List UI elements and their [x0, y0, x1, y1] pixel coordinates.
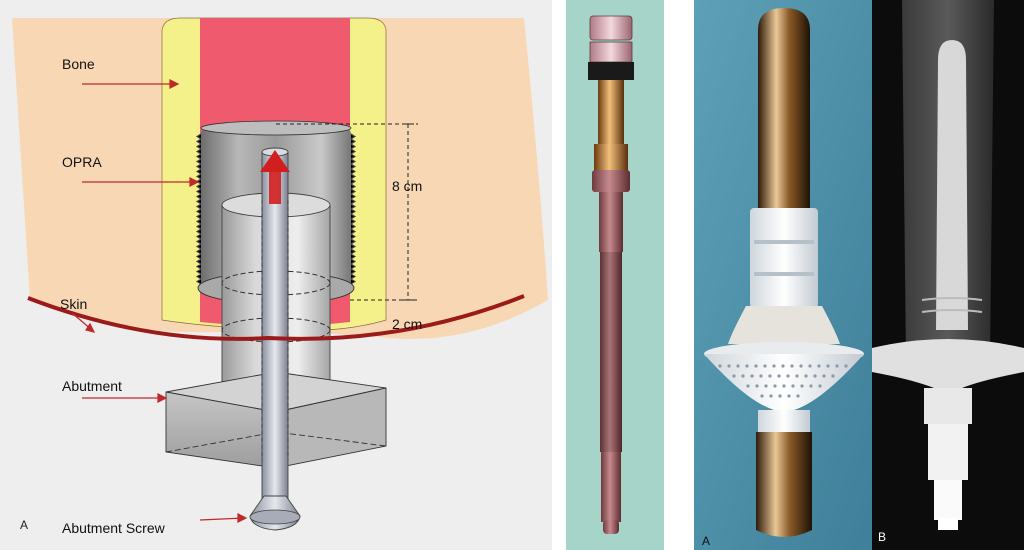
skirt-hole: [755, 384, 759, 388]
screw-photo: [566, 0, 664, 550]
skirt-hole: [769, 394, 773, 398]
skirt-hole: [772, 364, 776, 368]
abutment-screw-rod: [261, 151, 289, 505]
skirt-hole: [787, 394, 791, 398]
skirt-hole: [781, 364, 785, 368]
skirt-hole: [764, 384, 768, 388]
skirt-hole: [741, 374, 745, 378]
label-2cm: 2 cm: [392, 316, 423, 332]
skirt-hole: [777, 374, 781, 378]
implant-photo: [694, 0, 872, 550]
skirt-hole: [800, 384, 804, 388]
fixture-top-rim: [200, 120, 352, 136]
label-abutment: Abutment: [62, 378, 122, 394]
skirt-hole: [817, 364, 821, 368]
skirt-hole: [813, 374, 817, 378]
skirt-hole: [818, 384, 822, 388]
skirt-hole: [732, 374, 736, 378]
label-8cm: 8 cm: [392, 178, 423, 194]
load-arrow: [260, 150, 290, 204]
opra-schematic-drawing: [12, 17, 548, 531]
label-opra: OPRA: [62, 154, 102, 170]
skirt-hole: [727, 364, 731, 368]
skirt-hole: [778, 394, 782, 398]
label-bone: Bone: [62, 56, 95, 72]
skirt-hole: [768, 374, 772, 378]
dimension-lines: [276, 123, 418, 301]
skirt-hole: [786, 374, 790, 378]
skirt-hole: [831, 374, 835, 378]
skirt-hole: [808, 364, 812, 368]
skirt-hole: [826, 364, 830, 368]
skirt-hole: [804, 374, 808, 378]
skirt-hole: [796, 394, 800, 398]
label-skin: Skin: [60, 296, 88, 312]
panel-letter-a-photo: A: [702, 534, 711, 548]
panel-letter-b: B: [878, 530, 887, 544]
skirt-hole: [835, 364, 839, 368]
skirt-hole: [799, 364, 803, 368]
skirt-hole: [736, 364, 740, 368]
skirt-hole: [760, 394, 764, 398]
label-abutment-screw: Abutment Screw: [62, 520, 165, 536]
fixture-threads: [195, 133, 357, 285]
skirt-hole: [844, 364, 848, 368]
skirt-hole: [782, 384, 786, 388]
skirt-hole: [759, 374, 763, 378]
skirt-hole: [718, 364, 722, 368]
skirt-hole: [750, 374, 754, 378]
skirt-hole: [791, 384, 795, 388]
skirt-hole: [746, 384, 750, 388]
opra-schematic-panel: Bone OPRA Skin Abutment Abutment Screw 8…: [0, 0, 552, 550]
skirt-hole: [822, 374, 826, 378]
skirt-hole: [745, 364, 749, 368]
implant-photo-panel: A: [694, 0, 872, 550]
skirt-hole: [790, 364, 794, 368]
pointer-arrows: [71, 79, 248, 523]
skirt-hole: [795, 374, 799, 378]
skirt-hole: [773, 384, 777, 388]
skin-line: [27, 294, 525, 341]
screw-photo-panel: [566, 0, 664, 550]
skirt-hole: [763, 364, 767, 368]
abutment-block: [165, 371, 387, 469]
skirt-hole: [754, 364, 758, 368]
panel-letter-a: A: [20, 518, 29, 532]
xray-panel: B: [872, 0, 1024, 550]
xray-image: [872, 0, 1024, 550]
skirt-hole: [809, 384, 813, 388]
